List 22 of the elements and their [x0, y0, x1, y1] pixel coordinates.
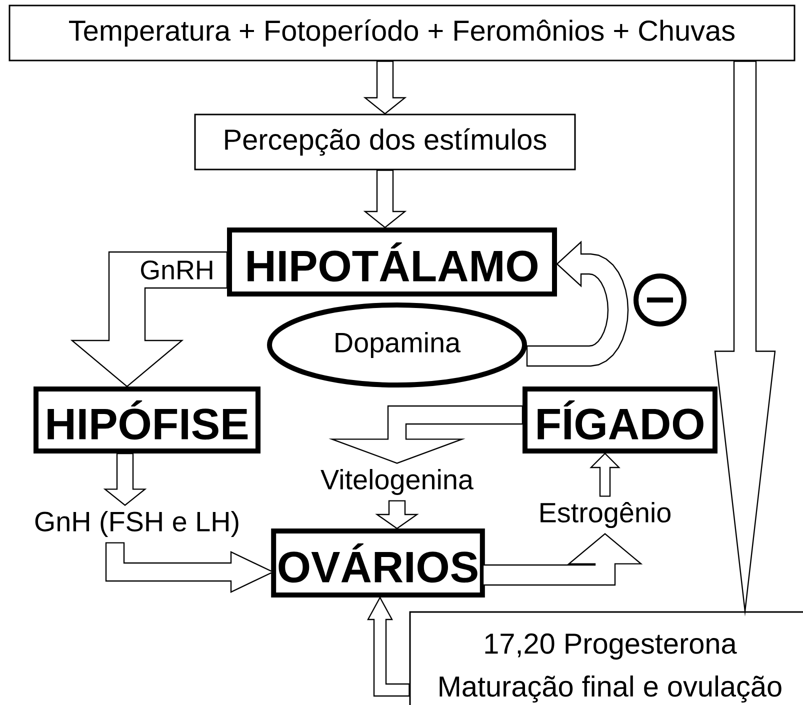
organ-box: HIPÓFISE	[34, 386, 260, 454]
arrow	[328, 405, 524, 464]
arrow	[590, 452, 620, 497]
organ-box: FÍGADO	[522, 386, 718, 454]
process-box: Percepção dos estímulos	[194, 114, 576, 170]
arrow	[526, 240, 629, 367]
stimulus-box: Temperatura + Fotoperíodo + Feromônios + Chuvas	[8, 4, 796, 62]
arrow	[363, 170, 407, 228]
arrow	[482, 533, 643, 586]
arrow	[714, 60, 776, 616]
hormone-label: GnH (FSH e LH)	[32, 509, 242, 539]
arrow	[103, 452, 147, 506]
arrow	[105, 542, 274, 593]
arrow	[367, 596, 410, 697]
organ-box: OVÁRIOS	[271, 528, 485, 598]
arrow	[363, 60, 407, 115]
edge-label: GnRH	[140, 260, 214, 280]
organ-box: HIPOTÁLAMO	[227, 228, 557, 296]
arrow	[375, 500, 419, 530]
hormone-label: Estrogênio	[536, 500, 674, 530]
result-box: 17,20 Progesterona Maturação final e ovulação	[409, 611, 803, 705]
hormone-label: Vitelogenina	[318, 467, 476, 497]
